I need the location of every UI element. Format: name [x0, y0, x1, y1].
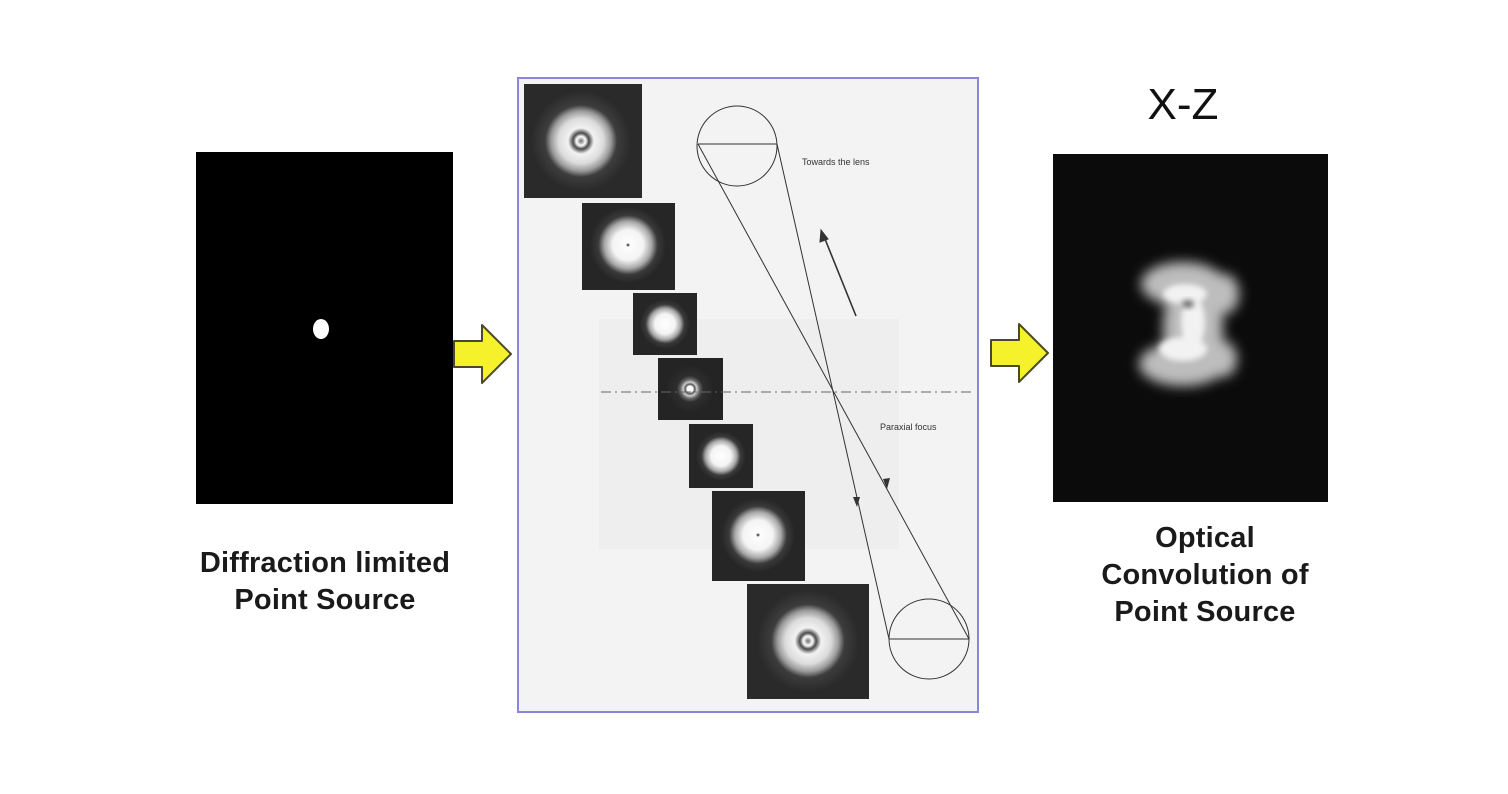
psf-tile [712, 491, 805, 581]
psf-tile [524, 84, 642, 198]
psf-tile [633, 293, 697, 355]
ray-diagram [601, 105, 974, 680]
towards-lens-label: Towards the lens [802, 157, 870, 167]
point-source-caption: Diffraction limited Point Source [160, 545, 490, 619]
caption-line: Optical [1155, 522, 1255, 554]
right-arrow-icon [990, 323, 1049, 383]
point-source-image [196, 152, 453, 504]
xz-heading: X-Z [1147, 80, 1219, 129]
caption-line: Point Source [234, 584, 416, 616]
convolution-caption: Optical Convolution of Point Source [1060, 520, 1350, 631]
focus-series-diagram: Towards the lens Paraxial focus [517, 77, 979, 713]
right-arrow-icon [453, 324, 512, 384]
caption-line: Point Source [1114, 596, 1296, 628]
xz-convolution-image [1053, 154, 1328, 502]
psf-tile [689, 424, 753, 488]
point-source-dot [313, 319, 329, 339]
caption-line: Diffraction limited [199, 547, 451, 579]
paraxial-focus-label: Paraxial focus [880, 422, 937, 432]
psf-tile [582, 203, 675, 290]
psf-tile [658, 358, 723, 420]
caption-line: Convolution of [1101, 559, 1309, 591]
psf-tile [747, 584, 869, 699]
